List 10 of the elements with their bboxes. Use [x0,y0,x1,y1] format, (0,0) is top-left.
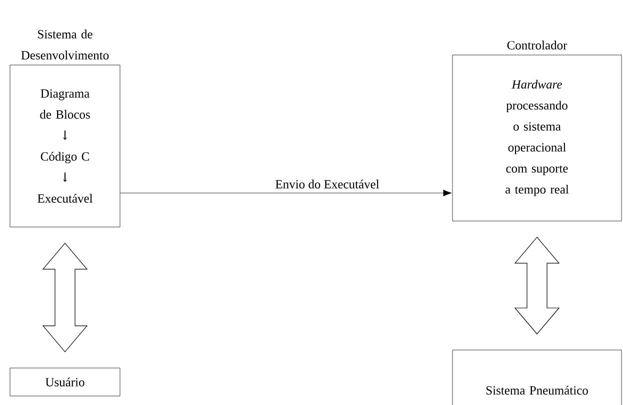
box: Sistema Pneumático [452,350,622,405]
edge-label: Envio do Executável [276,180,380,188]
double-block-arrow [42,242,88,352]
box: Usuário [10,368,120,396]
node-label: Controlador [507,40,568,50]
arrow [120,190,452,196]
process-box: Sistema de Desenvolvimento Diagrama de Blocos ↓ Código C ↓ Executável [10,30,120,228]
double-block-arrow [514,236,560,334]
node-label: Sistema de Desenvolvimento [21,30,109,60]
process-box: Controlador Hardware processando o sistema operacional com suporte a tempo real [452,40,622,222]
